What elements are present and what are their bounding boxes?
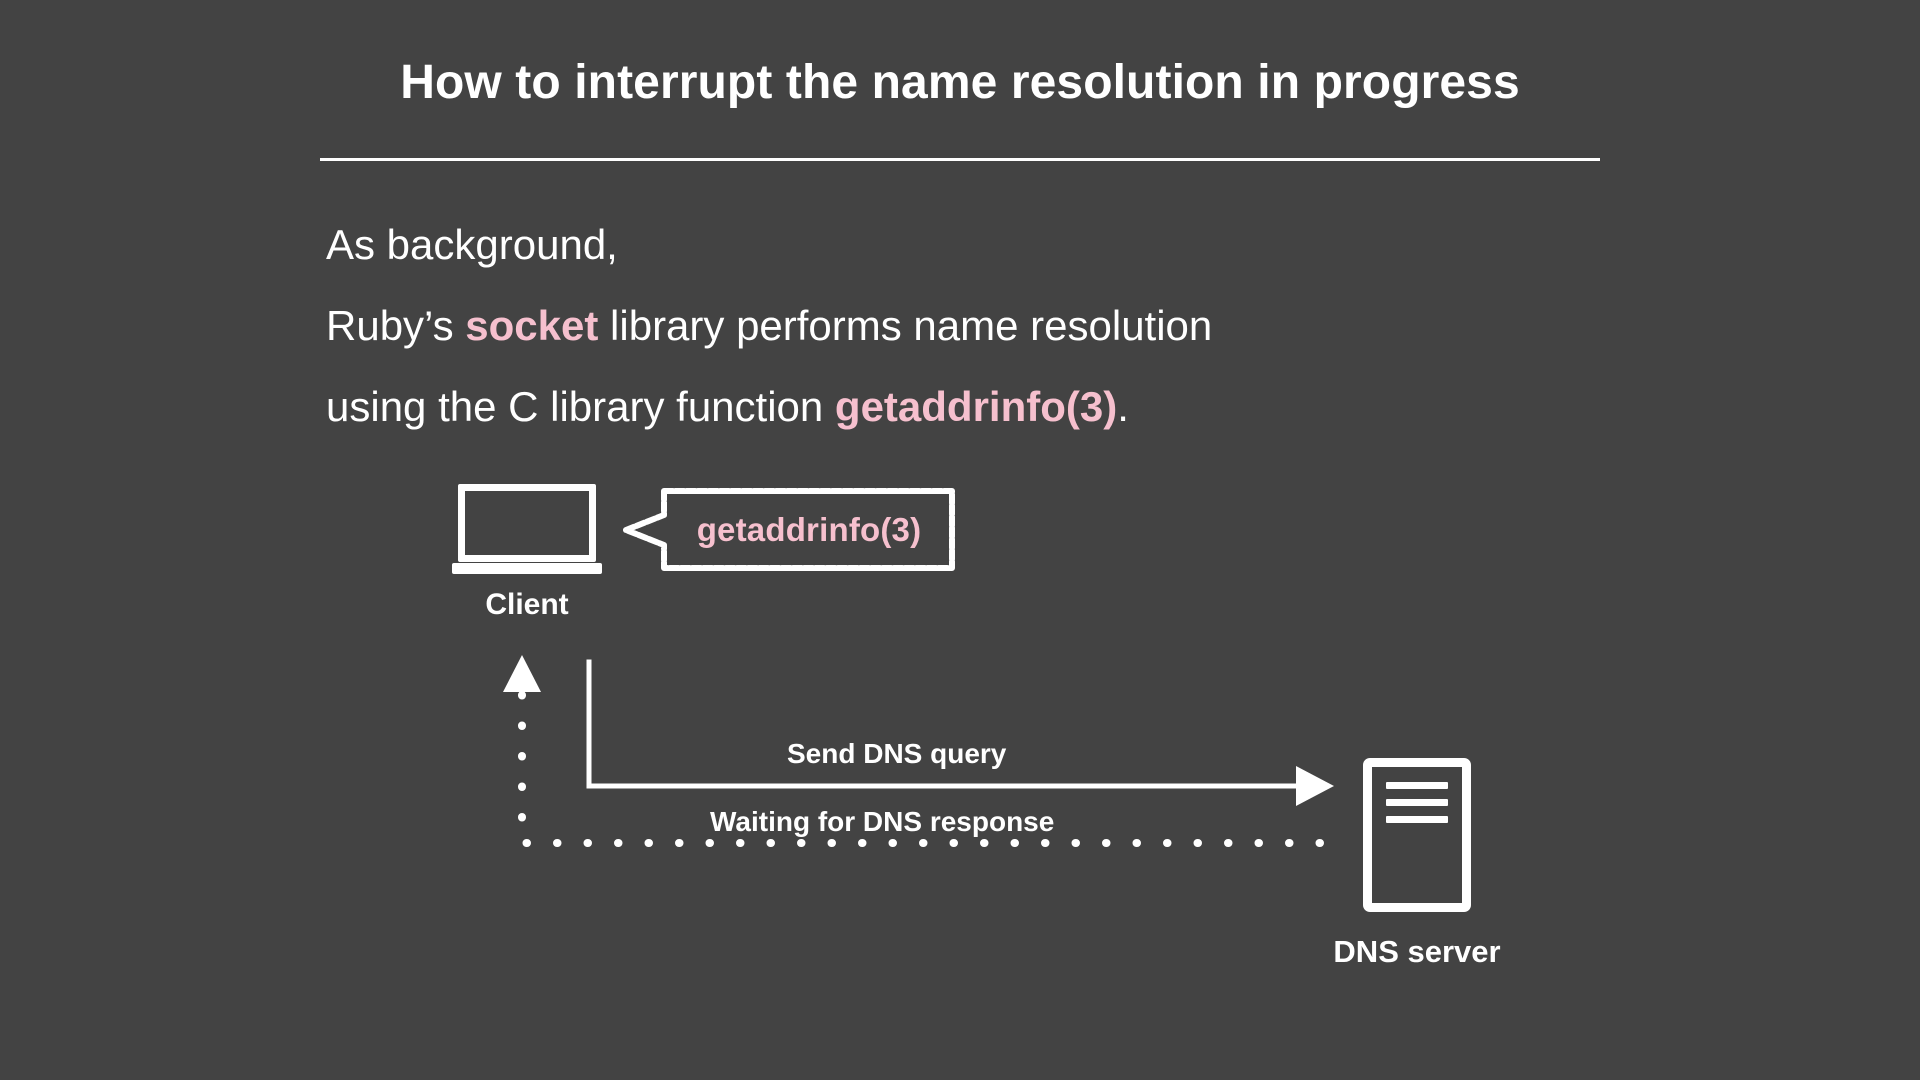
laptop-icon: [452, 484, 602, 574]
title-divider: [320, 158, 1600, 161]
body-line-1: As background,: [326, 204, 1212, 285]
server-slot-3-icon: [1386, 816, 1448, 823]
body-line-3-suffix: .: [1117, 383, 1129, 430]
body-line-2-suffix: library performs name resolution: [598, 302, 1213, 349]
server-slot-2-icon: [1386, 799, 1448, 806]
body-paragraph: As background, Ruby’s socket library per…: [326, 204, 1212, 447]
laptop-screen-icon: [458, 484, 596, 562]
flow-label-send-query: Send DNS query: [787, 738, 1007, 769]
flow-label-wait-response: Waiting for DNS response: [710, 806, 1055, 837]
keyword-getaddrinfo: getaddrinfo(3): [834, 383, 1118, 430]
arrowhead-to-server: [1296, 766, 1334, 806]
dns-server-label: DNS server: [1333, 934, 1501, 969]
arrowhead-to-client: [503, 655, 541, 692]
body-line-3: using the C library function getaddrinfo…: [326, 366, 1212, 447]
server-slot-1-icon: [1386, 782, 1448, 789]
body-line-1-text: As background,: [326, 221, 618, 268]
client-label: Client: [485, 588, 569, 621]
laptop-base-icon: [452, 563, 602, 574]
body-line-2: Ruby’s socket library performs name reso…: [326, 285, 1212, 366]
callout-bubble: getaddrinfo(3): [620, 487, 960, 573]
keyword-socket: socket: [465, 302, 599, 349]
callout-bubble-outline: [623, 488, 955, 571]
body-line-2-prefix: Ruby’s: [326, 302, 466, 349]
body-line-3-prefix: using the C library function: [326, 383, 835, 430]
page-title: How to interrupt the name resolution in …: [400, 56, 1520, 109]
callout-bubble-text: getaddrinfo(3): [696, 511, 922, 548]
server-rack-icon: [1363, 758, 1471, 912]
